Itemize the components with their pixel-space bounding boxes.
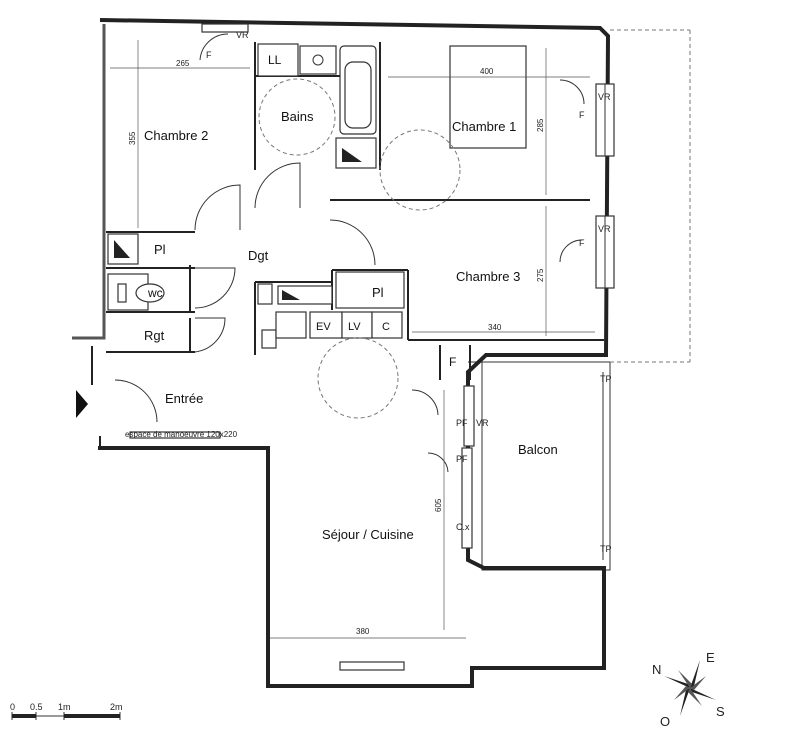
dim-275-label: 275 xyxy=(536,268,545,282)
fixture-lv-label: LV xyxy=(348,321,361,333)
room-dgt-label: Dgt xyxy=(248,248,269,263)
room-bains-label: Bains xyxy=(281,109,314,124)
room-pl-mid-label: Pl xyxy=(372,285,384,300)
vr-top-label: VR xyxy=(236,30,249,40)
vr-ch3-label: VR xyxy=(598,224,611,234)
room-chambre3-label: Chambre 3 xyxy=(456,269,520,284)
shower-heater xyxy=(335,137,377,169)
compass-s-label: S xyxy=(716,704,725,719)
pf-top-label: PF xyxy=(456,418,468,428)
room-chambre2-label: Chambre 2 xyxy=(144,128,208,143)
room-sejour-label: Séjour / Cuisine xyxy=(322,527,414,542)
cx-label: C.x xyxy=(456,522,470,532)
manoeuvre-space-label: espace de manoeuvre 120x220 xyxy=(125,430,238,439)
scale-0-label: 0 xyxy=(10,702,15,712)
toilet xyxy=(135,283,165,303)
bed-chambre1 xyxy=(449,45,527,149)
sink-ev xyxy=(275,311,307,339)
clearance-circles xyxy=(258,78,461,419)
room-f-label: F xyxy=(449,355,456,369)
tp-top-label: TP xyxy=(600,374,612,384)
dim-355-label: 355 xyxy=(128,131,137,145)
dim-605-label: 605 xyxy=(434,498,443,512)
dim-380-label: 380 xyxy=(356,627,370,636)
f-ch3-label: F xyxy=(579,238,585,248)
f-top-label: F xyxy=(206,50,212,60)
room-wc-label: wc xyxy=(147,286,163,300)
pf-mid-label: PF xyxy=(456,454,468,464)
dim-400-label: 400 xyxy=(480,67,494,76)
vr-ch1-label: VR xyxy=(598,92,611,102)
doors xyxy=(76,33,585,473)
scale-2m-label: 2m xyxy=(110,702,123,712)
interior-walls xyxy=(106,42,604,380)
vr-sejour-label: VR xyxy=(476,418,489,428)
compass-e-label: E xyxy=(706,650,715,665)
room-balcon-label: Balcon xyxy=(518,442,558,457)
tp-bottom-label: TP xyxy=(600,544,612,554)
entry-arrow-icon xyxy=(76,390,88,418)
f-ch1-label: F xyxy=(579,110,585,120)
laundry-box xyxy=(257,43,299,77)
balcony-outline xyxy=(468,29,691,571)
dimension-lines xyxy=(110,40,595,639)
dim-340-label: 340 xyxy=(488,323,502,332)
room-entree-label: Entrée xyxy=(165,391,203,406)
sink xyxy=(299,45,337,75)
windows xyxy=(129,23,615,671)
fixtures xyxy=(107,43,527,349)
room-ll-label: LL xyxy=(268,53,282,67)
dim-265-label: 265 xyxy=(176,59,190,68)
fixture-ev-label: EV xyxy=(316,321,331,333)
room-chambre1-label: Chambre 1 xyxy=(452,119,516,134)
compass-rose-icon xyxy=(664,660,716,716)
room-pl-top-label: Pl xyxy=(154,242,166,257)
fixture-c-label: C xyxy=(382,321,390,333)
dim-285-label: 285 xyxy=(536,118,545,132)
scale-05-label: 0.5 xyxy=(30,702,43,712)
compass-o-label: O xyxy=(660,714,670,729)
compass-n-label: N xyxy=(652,662,661,677)
room-rgt-label: Rgt xyxy=(144,328,165,343)
scale-bar xyxy=(11,712,121,720)
scale-1m-label: 1m xyxy=(58,702,71,712)
